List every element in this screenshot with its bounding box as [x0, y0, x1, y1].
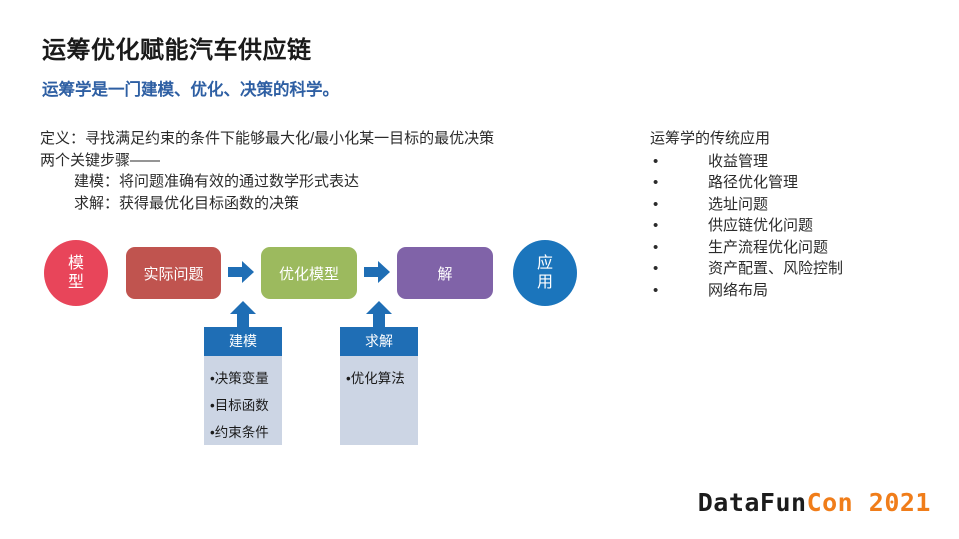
bullet-icon: • [210, 398, 215, 413]
logo-text-datafun: DataFun [697, 488, 807, 517]
flow-node-model: 模 型 [44, 240, 108, 306]
bullet-icon: • [653, 238, 659, 256]
flow-node-application-label-1: 应 [536, 255, 553, 272]
flow-node-application: 应 用 [513, 240, 577, 306]
list-item: •优化算法 [346, 365, 418, 392]
step-card-build-header: 建模 [204, 327, 282, 356]
step-card-solve-header: 求解 [340, 327, 418, 356]
bullet-icon: • [653, 281, 659, 299]
definition-line-1: 定义：寻找满足约束的条件下能够最大化/最小化某一目标的最优决策 [40, 130, 495, 147]
step-card-solve: 求解 •优化算法 [340, 327, 418, 445]
list-item: • 生产流程优化问题 [650, 237, 950, 259]
flow-node-optimization-model-label: 优化模型 [278, 265, 339, 283]
step-card-build: 建模 •决策变量 •目标函数 •约束条件 [204, 327, 282, 445]
flow-node-real-problem-label: 实际问题 [143, 265, 204, 283]
applications-heading: 运筹学的传统应用 [650, 130, 771, 147]
bullet-icon: • [653, 174, 659, 191]
list-item-label: 决策变量 [214, 371, 269, 386]
list-item-label: 资产配置、风险控制 [708, 260, 844, 277]
flow-node-model-label-2: 型 [67, 274, 84, 291]
list-item-label: 网络布局 [708, 281, 769, 299]
definition-block: 定义：寻找满足约束的条件下能够最大化/最小化某一目标的最优决策 两个关键步骤——… [40, 128, 640, 214]
list-item: • 供应链优化问题 [650, 215, 950, 237]
list-item-label: 路径优化管理 [708, 174, 799, 191]
definition-line-3: 建模：将问题准确有效的通过数学形式表达 [74, 173, 360, 190]
flow-node-model-label-1: 模 [67, 255, 84, 272]
step-card-build-body: •决策变量 •目标函数 •约束条件 [204, 356, 282, 456]
list-item: • 收益管理 [650, 151, 950, 173]
list-item-label: 目标函数 [214, 398, 269, 413]
page-title: 运筹优化赋能汽车供应链 [42, 37, 312, 64]
list-item: •目标函数 [210, 392, 282, 419]
list-item-label: 收益管理 [708, 152, 769, 170]
flow-node-solution: 解 [397, 247, 493, 299]
list-item: • 网络布局 [650, 280, 950, 302]
bullet-icon: • [210, 425, 215, 440]
bullet-icon: • [653, 152, 659, 170]
arrow-right-icon [228, 261, 254, 283]
flow-node-solution-label: 解 [437, 265, 453, 283]
list-item: •约束条件 [210, 419, 282, 446]
applications-block: 运筹学的传统应用 • 收益管理 • 路径优化管理 • 选址问题 • 供应链优化问… [650, 128, 950, 301]
arrow-up-icon [230, 301, 256, 327]
list-item: • 路径优化管理 [650, 172, 950, 194]
page-subtitle: 运筹学是一门建模、优化、决策的科学。 [42, 81, 339, 99]
bullet-icon: • [653, 260, 659, 277]
list-item-label: 生产流程优化问题 [708, 238, 829, 256]
bullet-icon: • [346, 371, 351, 386]
definition-line-2: 两个关键步骤—— [40, 151, 161, 169]
flow-node-real-problem: 实际问题 [126, 247, 221, 299]
step-card-solve-body: •优化算法 [340, 356, 418, 402]
flow-node-optimization-model: 优化模型 [261, 247, 357, 299]
list-item-label: 选址问题 [708, 195, 769, 213]
list-item-label: 供应链优化问题 [708, 217, 814, 234]
definition-line-4: 求解：获得最优化目标函数的决策 [74, 194, 300, 212]
list-item: •决策变量 [210, 365, 282, 392]
datafuncon-logo: DataFunCon 2021 [698, 488, 931, 517]
arrow-up-icon [366, 301, 392, 327]
arrow-right-icon [364, 261, 390, 283]
logo-text-con2021: Con 2021 [806, 488, 931, 517]
bullet-icon: • [653, 217, 659, 234]
flow-node-application-label-2: 用 [536, 274, 553, 291]
applications-list: • 收益管理 • 路径优化管理 • 选址问题 • 供应链优化问题 • 生产流程优… [650, 151, 950, 302]
bullet-icon: • [653, 195, 659, 213]
list-item: • 选址问题 [650, 194, 950, 216]
list-item-label: 约束条件 [214, 425, 269, 440]
list-item-label: 优化算法 [350, 371, 405, 386]
list-item: • 资产配置、风险控制 [650, 258, 950, 280]
bullet-icon: • [210, 371, 215, 386]
